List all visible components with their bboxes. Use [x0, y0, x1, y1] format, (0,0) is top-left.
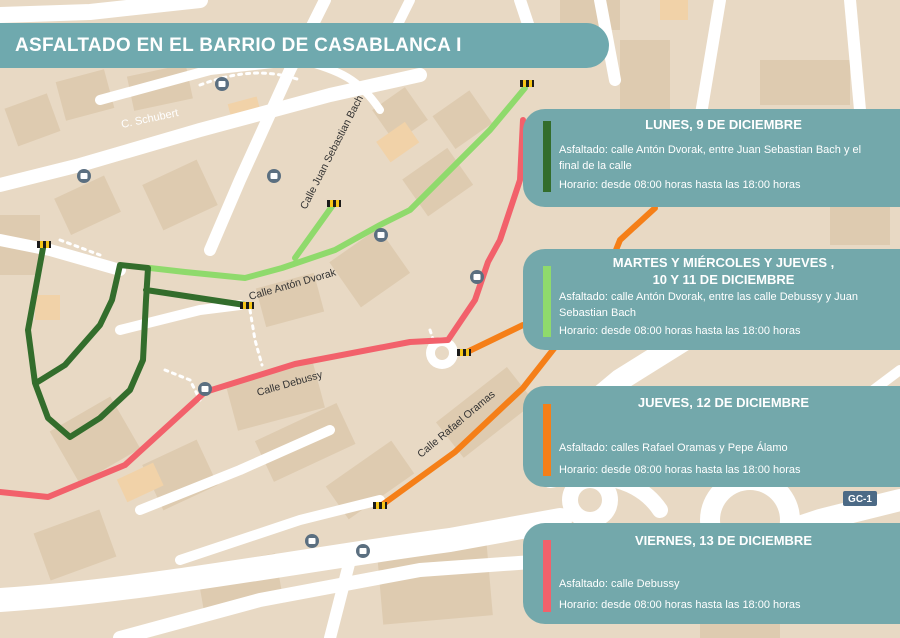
route-debussy-red[interactable]: [0, 117, 526, 500]
card-hours: Horario: desde 08:00 horas hasta las 18:…: [559, 599, 801, 611]
card-date: MARTES Y MIÉRCOLES Y JUEVES , 10 Y 11 DE…: [553, 254, 894, 288]
route-dvorak-light-green[interactable]: [147, 85, 528, 281]
card-hours: Horario: desde 08:00 horas hasta las 18:…: [559, 179, 801, 191]
route-bach-light-green[interactable]: [292, 202, 336, 261]
card-hours: Horario: desde 08:00 horas hasta las 18:…: [559, 464, 801, 476]
road-sign-label: GC-1: [848, 494, 872, 505]
bus-icon[interactable]: [77, 77, 484, 558]
schedule-card-tuesday-wednesday: MARTES Y MIÉRCOLES Y JUEVES , 10 Y 11 DE…: [523, 249, 900, 350]
card-work: Asfaltado: calle Antón Dvorak, entre las…: [559, 291, 858, 319]
barrier-icon: [37, 80, 534, 509]
road-sign: [843, 491, 877, 506]
card-date-line2: 10 Y 11 DE DICIEMBRE: [652, 272, 795, 287]
route-dvorak-dark-green[interactable]: [25, 245, 248, 440]
title-banner: ASFALTADO EN EL BARRIO DE CASABLANCA I: [0, 23, 609, 68]
card-work: Asfaltado: calle Debussy: [559, 578, 680, 590]
color-swatch-red: [543, 540, 551, 612]
card-date: VIERNES, 13 DE DICIEMBRE: [635, 533, 812, 548]
card-date-line1: MARTES Y MIÉRCOLES Y JUEVES ,: [612, 255, 835, 270]
route-oramas-orange-branch[interactable]: [462, 322, 526, 356]
color-swatch-dark-green: [543, 121, 551, 192]
card-work: Asfaltado: calles Rafael Oramas y Pepe Á…: [559, 442, 788, 454]
color-swatch-light-green: [543, 266, 551, 337]
card-work: Asfaltado: calle Antón Dvorak, entre Jua…: [559, 144, 862, 172]
card-date: JUEVES, 12 DE DICIEMBRE: [637, 395, 810, 410]
card-hours: Horario: desde 08:00 horas hasta las 18:…: [559, 325, 801, 337]
schedule-card-friday: VIERNES, 13 DE DICIEMBRE Asfaltado: call…: [523, 523, 900, 624]
page-title: ASFALTADO EN EL BARRIO DE CASABLANCA I: [15, 35, 462, 56]
card-date: LUNES, 9 DE DICIEMBRE: [645, 117, 802, 132]
schedule-card-monday: LUNES, 9 DE DICIEMBRE Asfaltado: calle A…: [523, 109, 900, 207]
color-swatch-orange: [543, 404, 551, 476]
schedule-card-thursday: JUEVES, 12 DE DICIEMBRE Asfaltado: calle…: [523, 386, 900, 487]
